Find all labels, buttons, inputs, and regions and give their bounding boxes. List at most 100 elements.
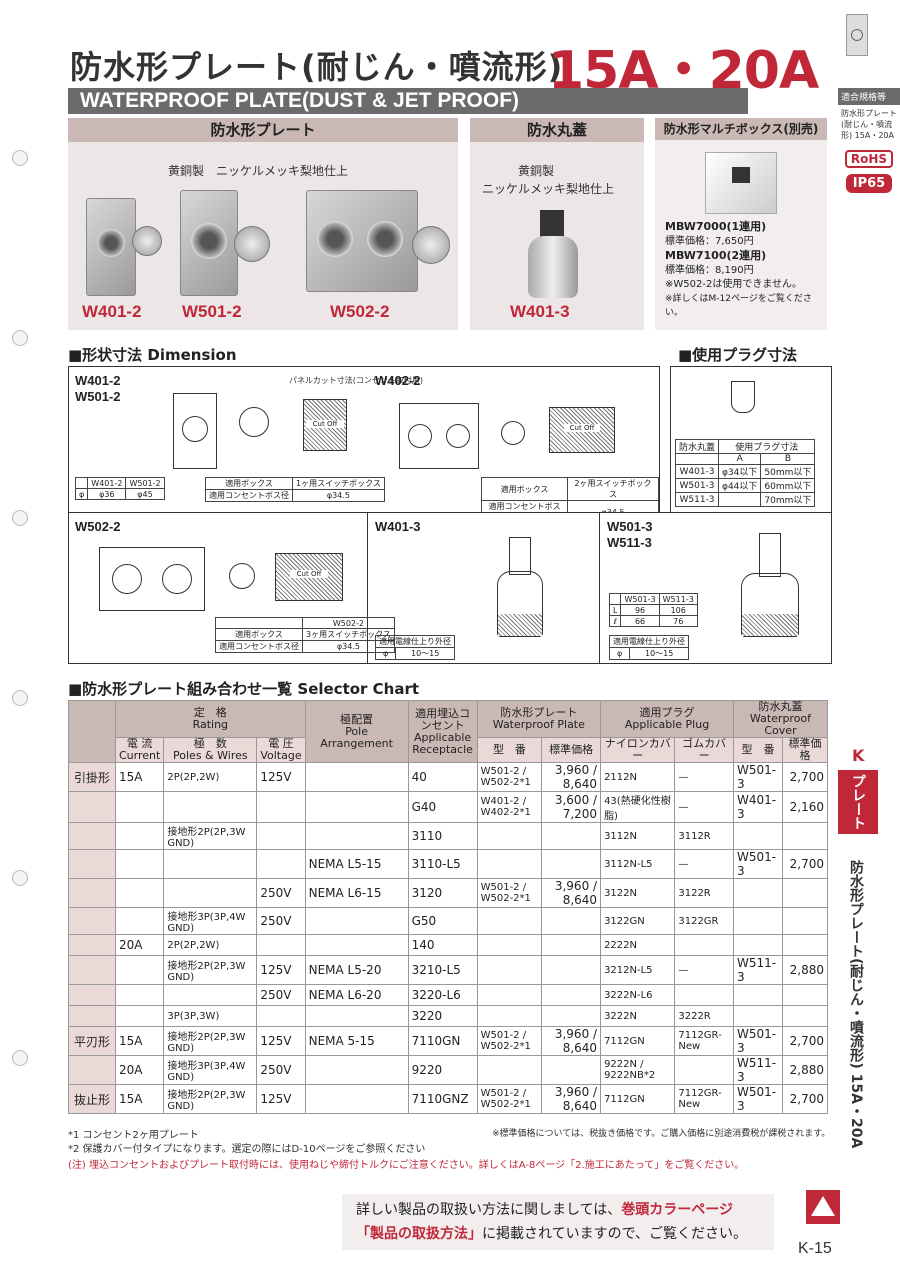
table-cell-plate: W501-2 / W502-2*1 [476, 1084, 543, 1114]
table-cell-plate: W501-2 / W502-2*1 [476, 762, 543, 792]
w401-3-stem [509, 537, 531, 575]
punch-hole [12, 690, 28, 706]
cell: W511-3 [658, 593, 698, 605]
w502-drawing [99, 547, 205, 611]
plate-photo-panel: 防水形プレート 黄銅製 ニッケルメッキ梨地仕上 W401-2 W501-2 W5… [68, 118, 458, 330]
table-cell-price [541, 822, 602, 850]
h-current-en: Current [119, 749, 161, 762]
table-cell-rec: 40 [407, 762, 478, 792]
cell: 60mm以下 [760, 478, 816, 493]
table-cell-rubber [674, 1055, 734, 1085]
table-cell-cur [114, 849, 165, 879]
table-cell-volt: 125V [256, 955, 306, 985]
cell: 66 [620, 615, 660, 627]
table-cell-volt [256, 822, 306, 850]
table-cell-nylon: 3112N [600, 822, 676, 850]
cell: 適用電線仕上り外径 [609, 635, 689, 648]
table-cell-plate [476, 1055, 543, 1085]
cell: 適用コンセントボス径 [205, 489, 293, 502]
w501-3-stem [759, 533, 781, 577]
table-cell-cover [732, 984, 783, 1006]
table-cell-cur [114, 822, 165, 850]
cutoff-label: Cut Off [306, 420, 344, 428]
table-cell-nylon: 9222N / 9222NB*2 [600, 1055, 676, 1085]
table-cell-pole: NEMA L5-15 [304, 849, 409, 879]
ip65-badge: IP65 [846, 174, 892, 193]
model-w501-2: W501-2 [182, 302, 242, 321]
cover-section-head: 防水丸蓋 [470, 118, 644, 142]
table-cell-cur: 20A [114, 1055, 165, 1085]
multibox-note-1: ※W502-2は使用できません。 [665, 279, 803, 290]
table-cell-nylon: 7112GN [600, 1084, 676, 1114]
table-cell-rec: 3220 [407, 1005, 478, 1027]
model-w401-2: W401-2 [82, 302, 142, 321]
table-cell-cprice [781, 822, 829, 850]
table-cell-cur [114, 878, 165, 908]
table-cell-poles: 接地形2P(2P,3W GND) [163, 1026, 258, 1056]
table-cell-nylon: 3222N-L6 [600, 984, 676, 1006]
table-cell-cur [114, 955, 165, 985]
table-cell-nylon: 3212N-L5 [600, 955, 676, 985]
notice-text-1: 詳しい製品の取扱い方法に関しましては、 [356, 1202, 622, 1218]
table-cell-plate [476, 934, 543, 956]
table-cell-price [541, 907, 602, 935]
table-cell-cprice: 2,700 [781, 762, 829, 792]
table-cell-rubber: — [674, 791, 734, 823]
cap-photo [132, 226, 162, 256]
cover-body [528, 236, 578, 298]
h-cover-price: 標準価格 [781, 737, 829, 763]
h-poles-en: Poles & Wires [173, 749, 248, 762]
table-cell-cur [114, 791, 165, 823]
table-cell-volt: 125V [256, 1026, 306, 1056]
notice-red-2: 「製品の取扱方法」 [356, 1226, 482, 1242]
side-tab[interactable]: プレート [838, 770, 878, 834]
table-cell-poles: 接地形2P(2P,3W GND) [163, 955, 258, 985]
cell: φ34.5 [292, 489, 385, 502]
table-cell-cover: W501-3 [732, 1026, 783, 1056]
h-cat: 型 番 [476, 737, 543, 763]
model-w401-3: W401-3 [510, 302, 570, 321]
standards-head: 適合規格等 [838, 88, 900, 105]
table-cell-cur: 15A [114, 1084, 165, 1114]
table-cell-rubber: — [674, 955, 734, 985]
cutoff-drawing: Cut Off [303, 399, 347, 451]
cell: 96 [620, 604, 660, 616]
table-cell-volt: 250V [256, 1055, 306, 1085]
cell: 適用コンセントボス径 [215, 640, 303, 653]
table-cell-group [68, 849, 116, 879]
table-cell-pole [304, 1005, 409, 1027]
table-cell-pole [304, 934, 409, 956]
cap-photo [234, 226, 270, 262]
notice-red-1: 巻頭カラーページ [621, 1202, 734, 1218]
table-cell-volt: 250V [256, 878, 306, 908]
h-cover-cat: 型 番 [732, 737, 783, 763]
page-title: 防水形プレート(耐じん・噴流形) [70, 48, 564, 86]
table-cell-cover: W511-3 [732, 955, 783, 985]
selector-head: ■防水形プレート組み合わせ一覧 Selector Chart [68, 680, 420, 698]
table-cell-plate [476, 955, 543, 985]
plate-section-head: 防水形プレート [68, 118, 458, 142]
cell: 防水丸蓋 [674, 439, 720, 454]
cell [608, 593, 622, 605]
h-rating: 定 格 [193, 706, 227, 719]
cell: φ36 [87, 488, 127, 500]
cell: L [608, 604, 622, 616]
table-cell-poles: 接地形3P(3P,4W GND) [163, 1055, 258, 1085]
cell: B [760, 453, 816, 465]
table-cell-nylon: 43(熱硬化性樹脂) [600, 791, 676, 823]
w501-3-body [741, 573, 799, 637]
table-cell-nylon: 2112N [600, 762, 676, 792]
dim-w401-2: W401-2 [75, 373, 121, 388]
table-cell-cur: 20A [114, 934, 165, 956]
handling-notice: 詳しい製品の取扱い方法に関しましては、巻頭カラーページ 「製品の取扱方法」に掲載… [342, 1194, 774, 1250]
h-recept-en: Applicable Receptacle [412, 730, 473, 756]
table-cell-plate [476, 1005, 543, 1027]
table-cell-pole: NEMA L6-20 [304, 984, 409, 1006]
